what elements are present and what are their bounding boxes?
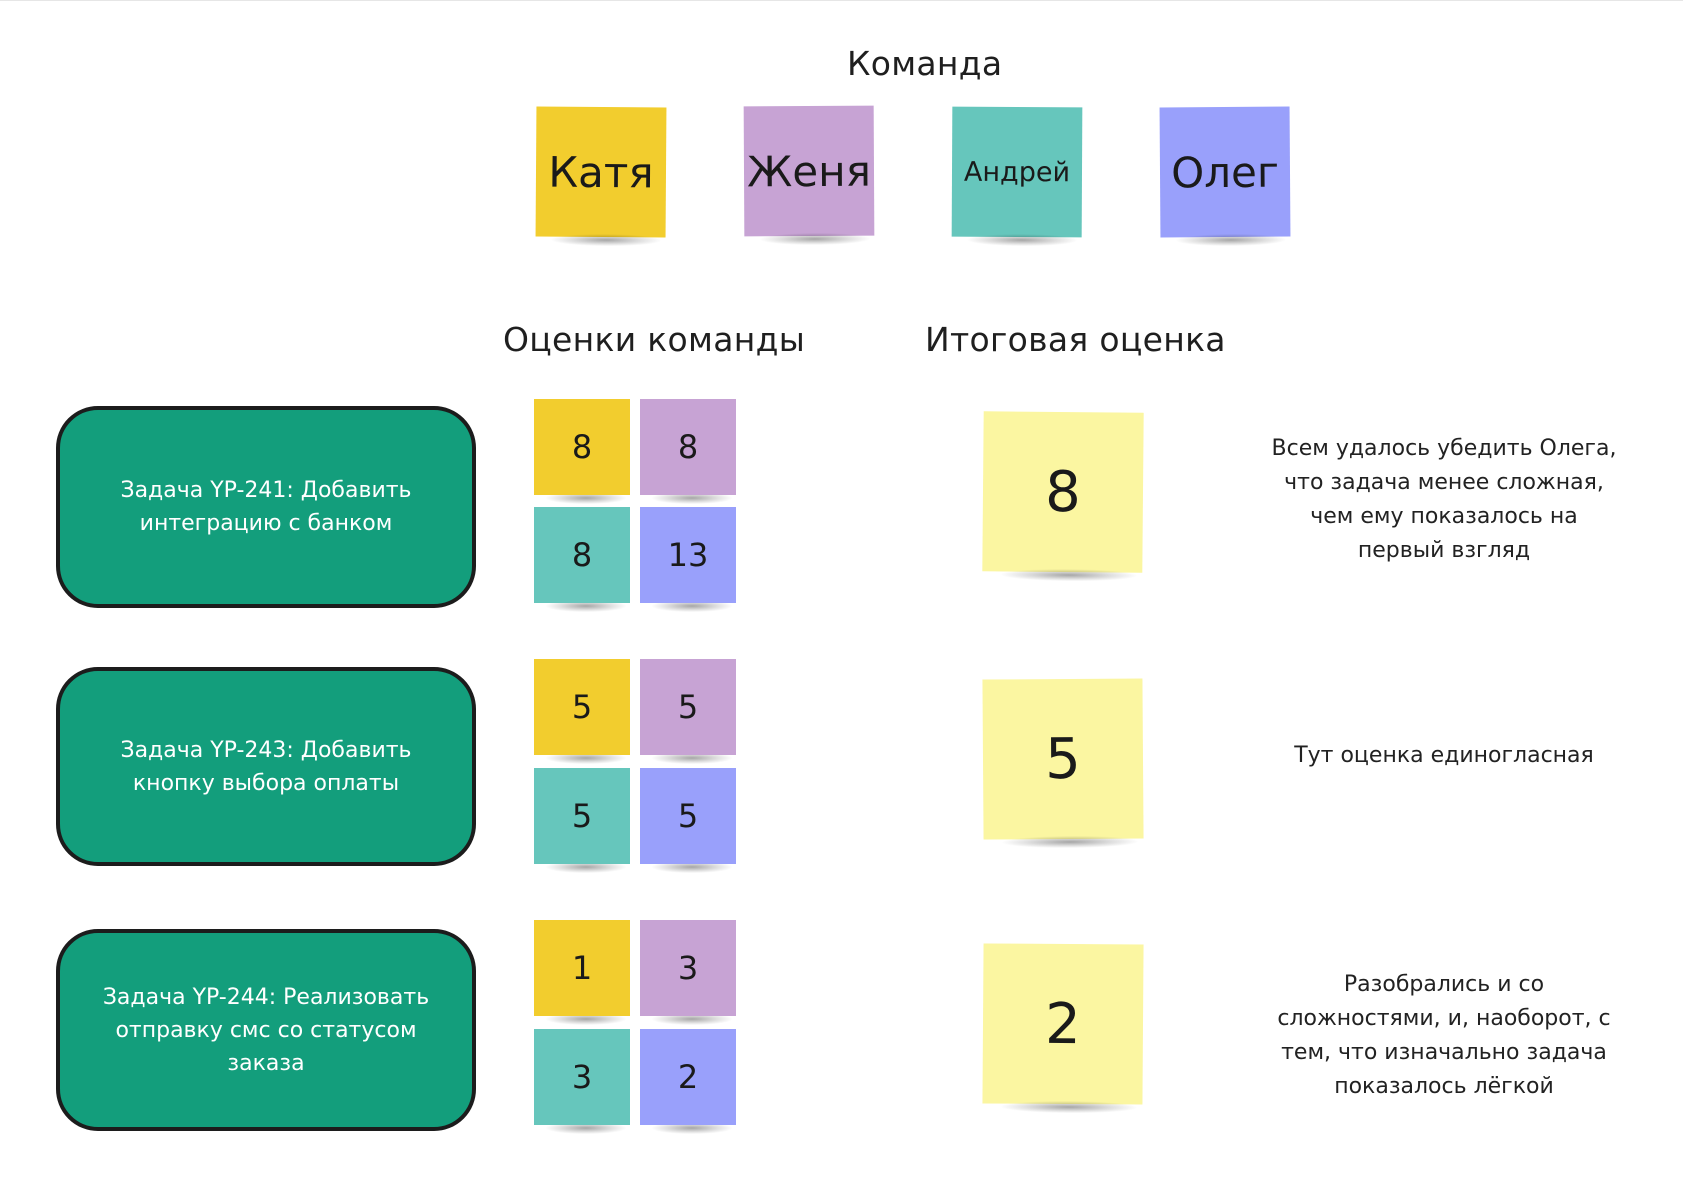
vote-value: 5 <box>677 688 699 726</box>
vote-value: 5 <box>571 797 593 835</box>
vote-note-katya[interactable]: 5 <box>534 659 630 764</box>
vote-note-oleg[interactable]: 2 <box>640 1029 736 1134</box>
vote-value: 5 <box>677 797 699 835</box>
vote-note-zhenya[interactable]: 5 <box>640 659 736 764</box>
final-estimate-note[interactable]: 8 <box>982 411 1144 573</box>
vote-note-katya[interactable]: 8 <box>534 399 630 504</box>
vote-note-andrey[interactable]: 3 <box>534 1029 630 1134</box>
vote-value: 8 <box>677 428 699 466</box>
member-note-andrey[interactable]: Андрей <box>951 106 1083 238</box>
member-name: Катя <box>548 147 654 197</box>
task-card-yp-241[interactable]: Задача YP-241: Добавить интеграцию с бан… <box>56 406 476 608</box>
vote-note-katya[interactable]: 1 <box>534 920 630 1025</box>
vote-note-zhenya[interactable]: 3 <box>640 920 736 1025</box>
vote-note-andrey[interactable]: 8 <box>534 507 630 612</box>
vote-note-andrey[interactable]: 5 <box>534 768 630 873</box>
top-divider <box>0 0 1683 1</box>
vote-note-oleg[interactable]: 13 <box>640 507 736 612</box>
task-card-yp-243[interactable]: Задача YP-243: Добавить кнопку выбора оп… <box>56 667 476 866</box>
member-note-zhenya[interactable]: Женя <box>743 105 875 237</box>
final-estimate-note[interactable]: 5 <box>982 678 1144 840</box>
task-title: Задача YP-241: Добавить интеграцию с бан… <box>120 478 412 536</box>
vote-value: 3 <box>571 1058 593 1096</box>
final-estimate-heading: Итоговая оценка <box>925 320 1226 359</box>
member-name: Женя <box>746 146 872 196</box>
task-title: Задача YP-244: Реализовать отправку смс … <box>102 984 430 1076</box>
final-value: 2 <box>1044 991 1082 1057</box>
vote-value: 13 <box>667 536 709 574</box>
task-comment: Разобрались и со сложностями, и, наоборо… <box>1277 972 1611 1099</box>
team-heading: Команда <box>847 44 1003 83</box>
member-name: Олег <box>1170 147 1280 197</box>
team-estimates-heading: Оценки команды <box>503 320 806 359</box>
task-comment: Тут оценка единогласная <box>1294 743 1594 768</box>
vote-note-zhenya[interactable]: 8 <box>640 399 736 504</box>
final-estimate-note[interactable]: 2 <box>982 943 1144 1105</box>
vote-value: 1 <box>571 949 593 987</box>
task-card-yp-244[interactable]: Задача YP-244: Реализовать отправку смс … <box>56 929 476 1131</box>
member-name: Андрей <box>963 156 1071 188</box>
vote-value: 8 <box>571 536 593 574</box>
final-value: 5 <box>1044 726 1082 792</box>
final-value: 8 <box>1044 459 1082 525</box>
member-note-oleg[interactable]: Олег <box>1159 106 1291 238</box>
vote-value: 5 <box>571 688 593 726</box>
task-comment: Всем удалось убедить Олега, что задача м… <box>1271 436 1617 563</box>
task-title: Задача YP-243: Добавить кнопку выбора оп… <box>120 737 412 796</box>
vote-note-oleg[interactable]: 5 <box>640 768 736 873</box>
member-note-katya[interactable]: Катя <box>535 106 667 238</box>
vote-value: 2 <box>677 1058 699 1096</box>
vote-value: 8 <box>571 428 593 466</box>
vote-value: 3 <box>677 949 699 987</box>
